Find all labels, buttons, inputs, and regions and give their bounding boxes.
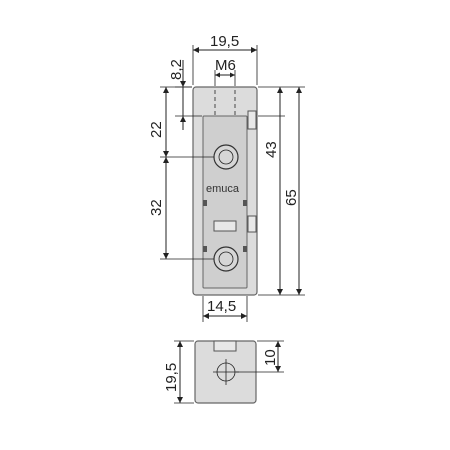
side-notch-bottom bbox=[247, 215, 257, 233]
dim-overall-height: 65 bbox=[283, 87, 302, 295]
clip-mark-3 bbox=[203, 246, 207, 252]
side-top-slot bbox=[213, 340, 237, 352]
center-window bbox=[213, 220, 237, 232]
clip-mark-4 bbox=[243, 246, 247, 252]
svg-text:43: 43 bbox=[263, 141, 280, 158]
svg-text:65: 65 bbox=[283, 189, 300, 206]
svg-text:32: 32 bbox=[148, 199, 165, 216]
side-view bbox=[194, 340, 257, 404]
dim-thread: M6 bbox=[214, 57, 236, 86]
svg-text:14,5: 14,5 bbox=[207, 298, 236, 315]
upper-hole-inner bbox=[218, 149, 234, 165]
dim-hole-spacing: 32 bbox=[148, 157, 169, 259]
upper-hole bbox=[213, 144, 239, 170]
dim-side-height: 19,5 bbox=[163, 340, 194, 404]
clip-mark-2 bbox=[243, 200, 247, 206]
side-notch-top bbox=[247, 110, 257, 130]
svg-text:8,2: 8,2 bbox=[168, 59, 185, 80]
svg-text:19,5: 19,5 bbox=[210, 33, 239, 50]
dim-top-offset: 8,2 bbox=[168, 59, 186, 130]
dim-bottom-width: 14,5 bbox=[202, 296, 248, 322]
dim-first-hole: 22 bbox=[148, 86, 192, 157]
dim-hole-to-bottom: 43 bbox=[263, 87, 283, 295]
dim-overall-width: 19,5 bbox=[192, 33, 258, 85]
lower-hole-inner bbox=[218, 251, 234, 267]
clip-mark-1 bbox=[203, 200, 207, 206]
svg-text:10: 10 bbox=[262, 349, 279, 366]
svg-text:22: 22 bbox=[148, 121, 165, 138]
front-view: emuca bbox=[192, 86, 258, 296]
lower-hole bbox=[213, 246, 239, 272]
svg-text:M6: M6 bbox=[215, 57, 236, 74]
svg-text:19,5: 19,5 bbox=[163, 363, 180, 392]
dim-side-hole-offset: 10 bbox=[236, 340, 284, 373]
brand-logo: emuca bbox=[206, 183, 240, 195]
